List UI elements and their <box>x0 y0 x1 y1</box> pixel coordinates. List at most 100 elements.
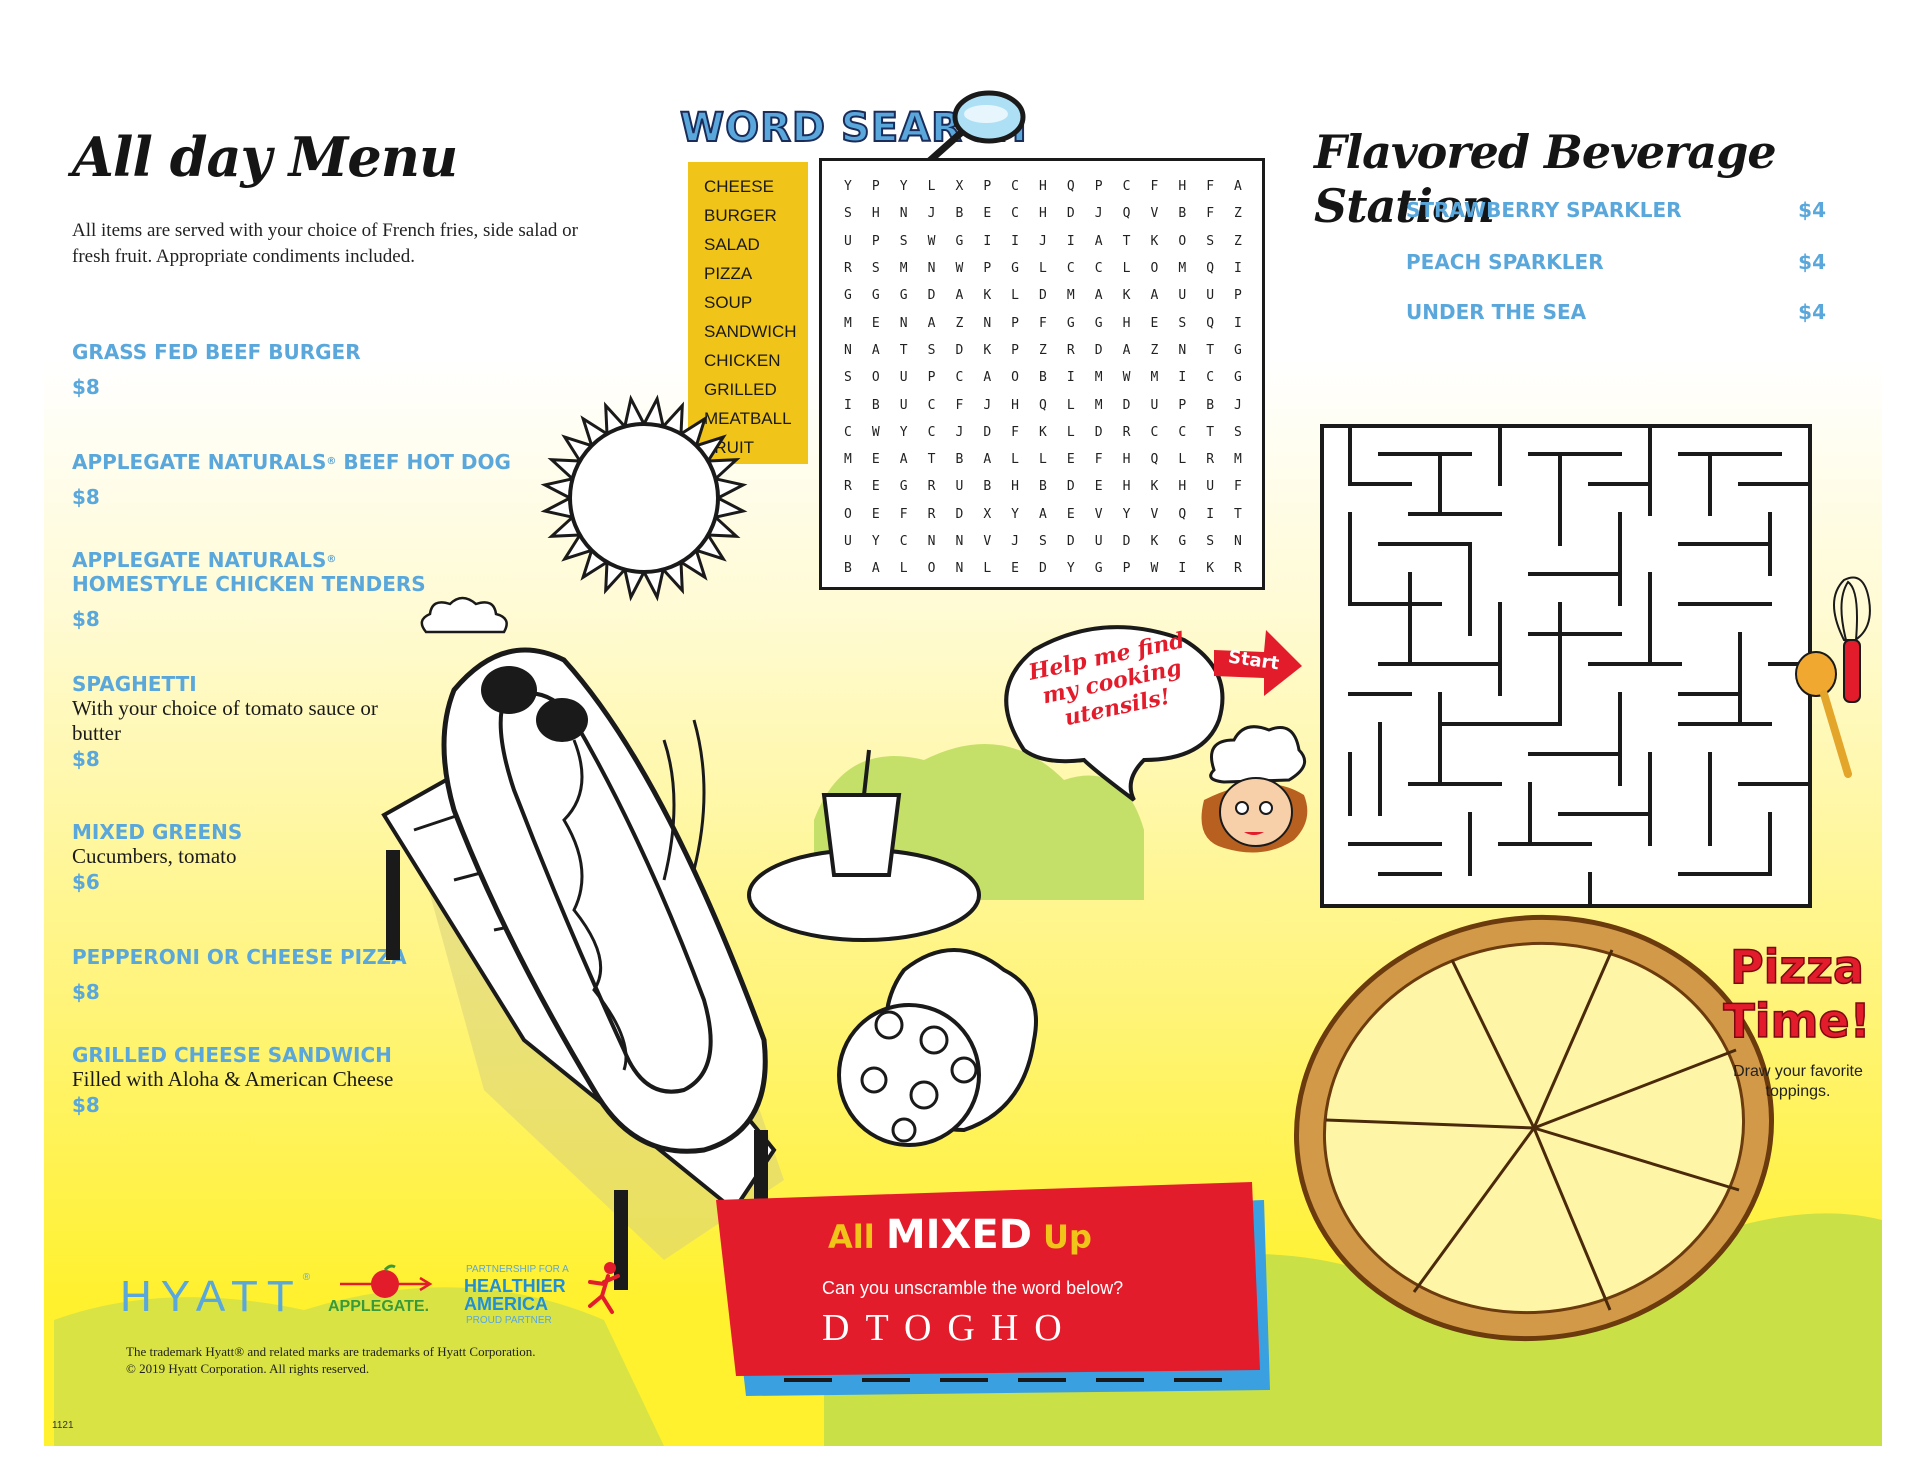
word-search-letter[interactable]: S <box>1206 233 1215 249</box>
word-search-letter[interactable]: N <box>899 206 908 222</box>
word-search-letter[interactable]: Z <box>955 315 964 331</box>
word-search-letter[interactable]: H <box>871 206 880 222</box>
word-search-letter[interactable]: Z <box>1234 206 1242 222</box>
word-search-letter[interactable]: E <box>1150 315 1159 331</box>
word-search-letter[interactable]: J <box>955 424 964 440</box>
word-search-letter[interactable]: G <box>844 288 852 304</box>
word-search-letter[interactable]: Z <box>1150 342 1159 358</box>
word-search-letter[interactable]: C <box>1178 424 1187 440</box>
word-search-letter[interactable]: I <box>1011 233 1019 249</box>
word-search-letter[interactable]: K <box>1039 424 1047 440</box>
word-search-letter[interactable]: S <box>844 370 852 386</box>
word-search-letter[interactable]: I <box>1178 370 1187 386</box>
word-search-letter[interactable]: M <box>1066 288 1075 304</box>
word-search-letter[interactable]: U <box>899 397 908 413</box>
word-search-letter[interactable]: W <box>1122 370 1131 386</box>
word-search-letter[interactable]: A <box>1150 288 1159 304</box>
word-search-letter[interactable]: S <box>1206 534 1215 549</box>
word-search-letter[interactable]: N <box>927 534 936 549</box>
word-search-letter[interactable]: S <box>1234 424 1242 440</box>
word-search-letter[interactable]: F <box>899 506 908 522</box>
word-search-letter[interactable]: A <box>1122 342 1131 358</box>
word-search-letter[interactable]: J <box>1094 206 1103 222</box>
word-search-letter[interactable]: H <box>1039 179 1047 195</box>
word-search-letter[interactable]: D <box>1094 342 1103 358</box>
word-search-letter[interactable]: V <box>1094 506 1103 522</box>
word-search-letter[interactable]: P <box>1011 315 1019 331</box>
word-search-letter[interactable]: W <box>927 233 936 249</box>
word-search-letter[interactable]: M <box>1178 261 1187 277</box>
word-search-letter[interactable]: L <box>1039 452 1047 468</box>
word-search-letter[interactable]: C <box>1206 370 1215 386</box>
word-search-letter[interactable]: P <box>1178 397 1187 413</box>
word-search-letter[interactable]: G <box>899 479 908 495</box>
word-search-letter[interactable]: L <box>983 561 992 577</box>
word-search-letter[interactable]: C <box>1122 179 1131 195</box>
word-search-letter[interactable]: I <box>1234 261 1242 277</box>
word-search-letter[interactable]: S <box>899 233 908 249</box>
word-search-letter[interactable]: U <box>1094 534 1103 549</box>
word-search-letter[interactable]: J <box>1011 534 1019 549</box>
word-search-letter[interactable]: A <box>871 561 880 577</box>
word-search-letter[interactable]: K <box>1150 479 1159 495</box>
word-search-letter[interactable]: I <box>1206 506 1215 522</box>
word-search-letter[interactable]: K <box>1206 561 1215 577</box>
word-search-letter[interactable]: B <box>1178 206 1187 222</box>
word-search-letter[interactable]: G <box>1234 342 1242 358</box>
word-search-letter[interactable]: E <box>871 315 880 331</box>
word-search-letter[interactable]: Y <box>844 179 852 195</box>
word-search-letter[interactable]: P <box>1011 342 1019 358</box>
word-search-letter[interactable]: I <box>983 233 992 249</box>
word-search-letter[interactable]: F <box>1150 179 1159 195</box>
word-search-letter[interactable]: Y <box>1122 506 1131 522</box>
word-search-letter[interactable]: G <box>955 233 964 249</box>
word-search-letter[interactable]: B <box>1039 370 1047 386</box>
word-search-letter[interactable]: K <box>983 342 992 358</box>
word-search-letter[interactable]: D <box>1066 479 1075 495</box>
word-search-letter[interactable]: G <box>1094 315 1103 331</box>
word-search-letter[interactable]: D <box>1066 534 1075 549</box>
word-search-letter[interactable]: C <box>955 370 964 386</box>
maze-puzzle[interactable] <box>1320 424 1812 908</box>
word-search-letter[interactable]: C <box>1011 179 1019 195</box>
word-search-letter[interactable]: L <box>1011 288 1019 304</box>
word-search-letter[interactable]: M <box>1094 370 1103 386</box>
word-search-letter[interactable]: C <box>899 534 908 549</box>
word-search-letter[interactable]: O <box>871 370 880 386</box>
word-search-letter[interactable]: U <box>844 233 852 249</box>
word-search-letter[interactable]: D <box>927 288 936 304</box>
word-search-letter[interactable]: P <box>983 261 992 277</box>
word-search-letter[interactable]: Q <box>1039 397 1047 413</box>
word-search-letter[interactable]: L <box>1122 261 1131 277</box>
word-search-letter[interactable]: C <box>1094 261 1103 277</box>
word-search-letter[interactable]: D <box>1039 561 1047 577</box>
word-search-letter[interactable]: G <box>1066 315 1075 331</box>
word-search-letter[interactable]: F <box>1011 424 1019 440</box>
word-search-letter[interactable]: A <box>871 342 880 358</box>
word-search-letter[interactable]: A <box>983 452 992 468</box>
word-search-letter[interactable]: H <box>1011 397 1019 413</box>
word-search-letter[interactable]: Z <box>1234 233 1242 249</box>
word-search-letter[interactable]: D <box>1039 288 1047 304</box>
word-search-letter[interactable]: O <box>927 561 936 577</box>
word-search-letter[interactable]: C <box>927 397 936 413</box>
word-search-letter[interactable]: R <box>844 479 852 495</box>
word-search-letter[interactable]: V <box>1150 206 1159 222</box>
word-search-letter[interactable]: S <box>1039 534 1047 549</box>
word-search-letter[interactable]: N <box>1234 534 1242 549</box>
word-search-letter[interactable]: Q <box>1206 261 1215 277</box>
word-search-letter[interactable]: E <box>1066 452 1075 468</box>
word-search-letter[interactable]: T <box>1122 233 1131 249</box>
word-search-letter[interactable]: H <box>1122 479 1131 495</box>
word-search-letter[interactable]: I <box>1066 233 1075 249</box>
word-search-letter[interactable]: A <box>955 288 964 304</box>
word-search-letter[interactable]: O <box>844 506 852 522</box>
word-search-letter[interactable]: T <box>1206 342 1215 358</box>
word-search-letter[interactable]: P <box>1094 179 1103 195</box>
word-search-letter[interactable]: D <box>983 424 992 440</box>
word-search-letter[interactable]: H <box>1122 452 1131 468</box>
word-search-letter[interactable]: X <box>955 179 964 195</box>
word-search-letter[interactable]: V <box>983 534 992 549</box>
word-search-letter[interactable]: J <box>1234 397 1242 413</box>
